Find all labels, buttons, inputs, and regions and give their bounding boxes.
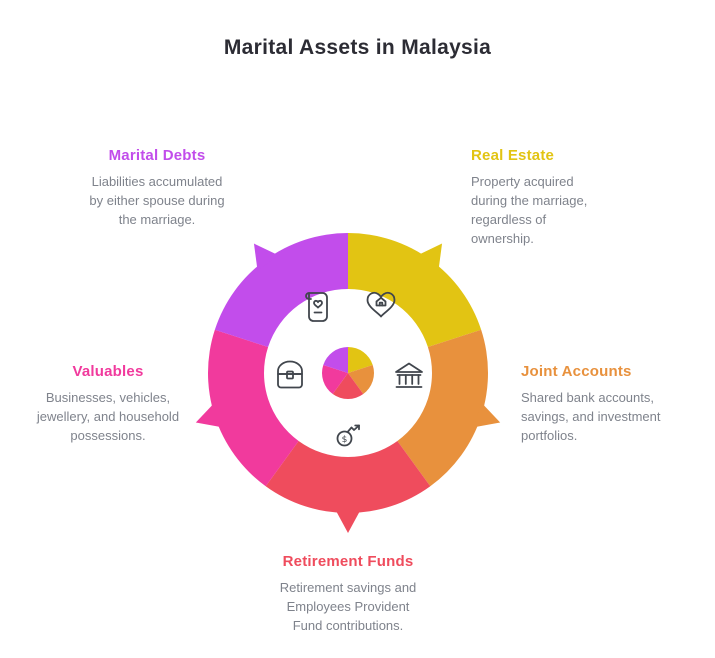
segment-real-estate (348, 233, 482, 348)
segment-marital-debts (214, 233, 348, 348)
page-title: Marital Assets in Malaysia (223, 36, 492, 59)
block-valuables: Valuables Businesses, vehicles, jeweller… (8, 363, 208, 446)
marriage-contract-heart-icon (305, 292, 328, 322)
pie-real-estate (348, 347, 373, 373)
block-real-estate: Real Estate Property acquired during the… (471, 147, 641, 248)
segment-joint-accounts (397, 329, 489, 487)
assets-wheel: $ (195, 233, 501, 533)
pie-valuables (322, 364, 348, 395)
block-retirement-funds: Retirement Funds Retirement savings and … (233, 553, 463, 636)
label-real-estate: Real Estate (471, 147, 555, 164)
donut-segments (207, 233, 489, 513)
segment-arrows (195, 243, 501, 533)
pension-growth-icon: $ (336, 424, 360, 447)
block-marital-debts: Marital Debts Liabilities accumulated by… (52, 147, 262, 230)
arrow-marital-debts (253, 243, 279, 271)
label-valuables: Valuables (72, 363, 144, 380)
segment-retirement-funds (265, 440, 431, 513)
label-marital-debts: Marital Debts (108, 147, 206, 164)
label-joint-accounts: Joint Accounts (521, 363, 632, 380)
pie-marital-debts (323, 347, 348, 373)
arrow-valuables (195, 402, 223, 428)
desc-joint-accounts: Shared bank accounts, savings, and inves… (521, 390, 661, 443)
desc-retirement-funds: Retirement savings and Employees Provide… (279, 580, 417, 633)
heart-house-icon (366, 291, 396, 318)
svg-text:$: $ (342, 435, 348, 445)
arrow-joint-accounts (473, 402, 501, 428)
segment-valuables (207, 329, 299, 487)
desc-valuables: Businesses, vehicles, jewellery, and hou… (36, 390, 180, 443)
block-joint-accounts: Joint Accounts Shared bank accounts, sav… (521, 363, 701, 446)
center-pie (322, 347, 374, 399)
label-retirement-funds: Retirement Funds (282, 553, 414, 570)
pie-joint-accounts (348, 364, 374, 395)
arrow-retirement-funds (335, 509, 361, 533)
desc-real-estate: Property acquired during the marriage, r… (471, 174, 588, 246)
bank-icon (395, 362, 423, 388)
treasure-chest-icon (277, 360, 303, 389)
desc-marital-debts: Liabilities accumulated by either spouse… (89, 174, 225, 227)
arrow-real-estate (417, 243, 443, 271)
pie-retirement-funds (332, 373, 364, 399)
